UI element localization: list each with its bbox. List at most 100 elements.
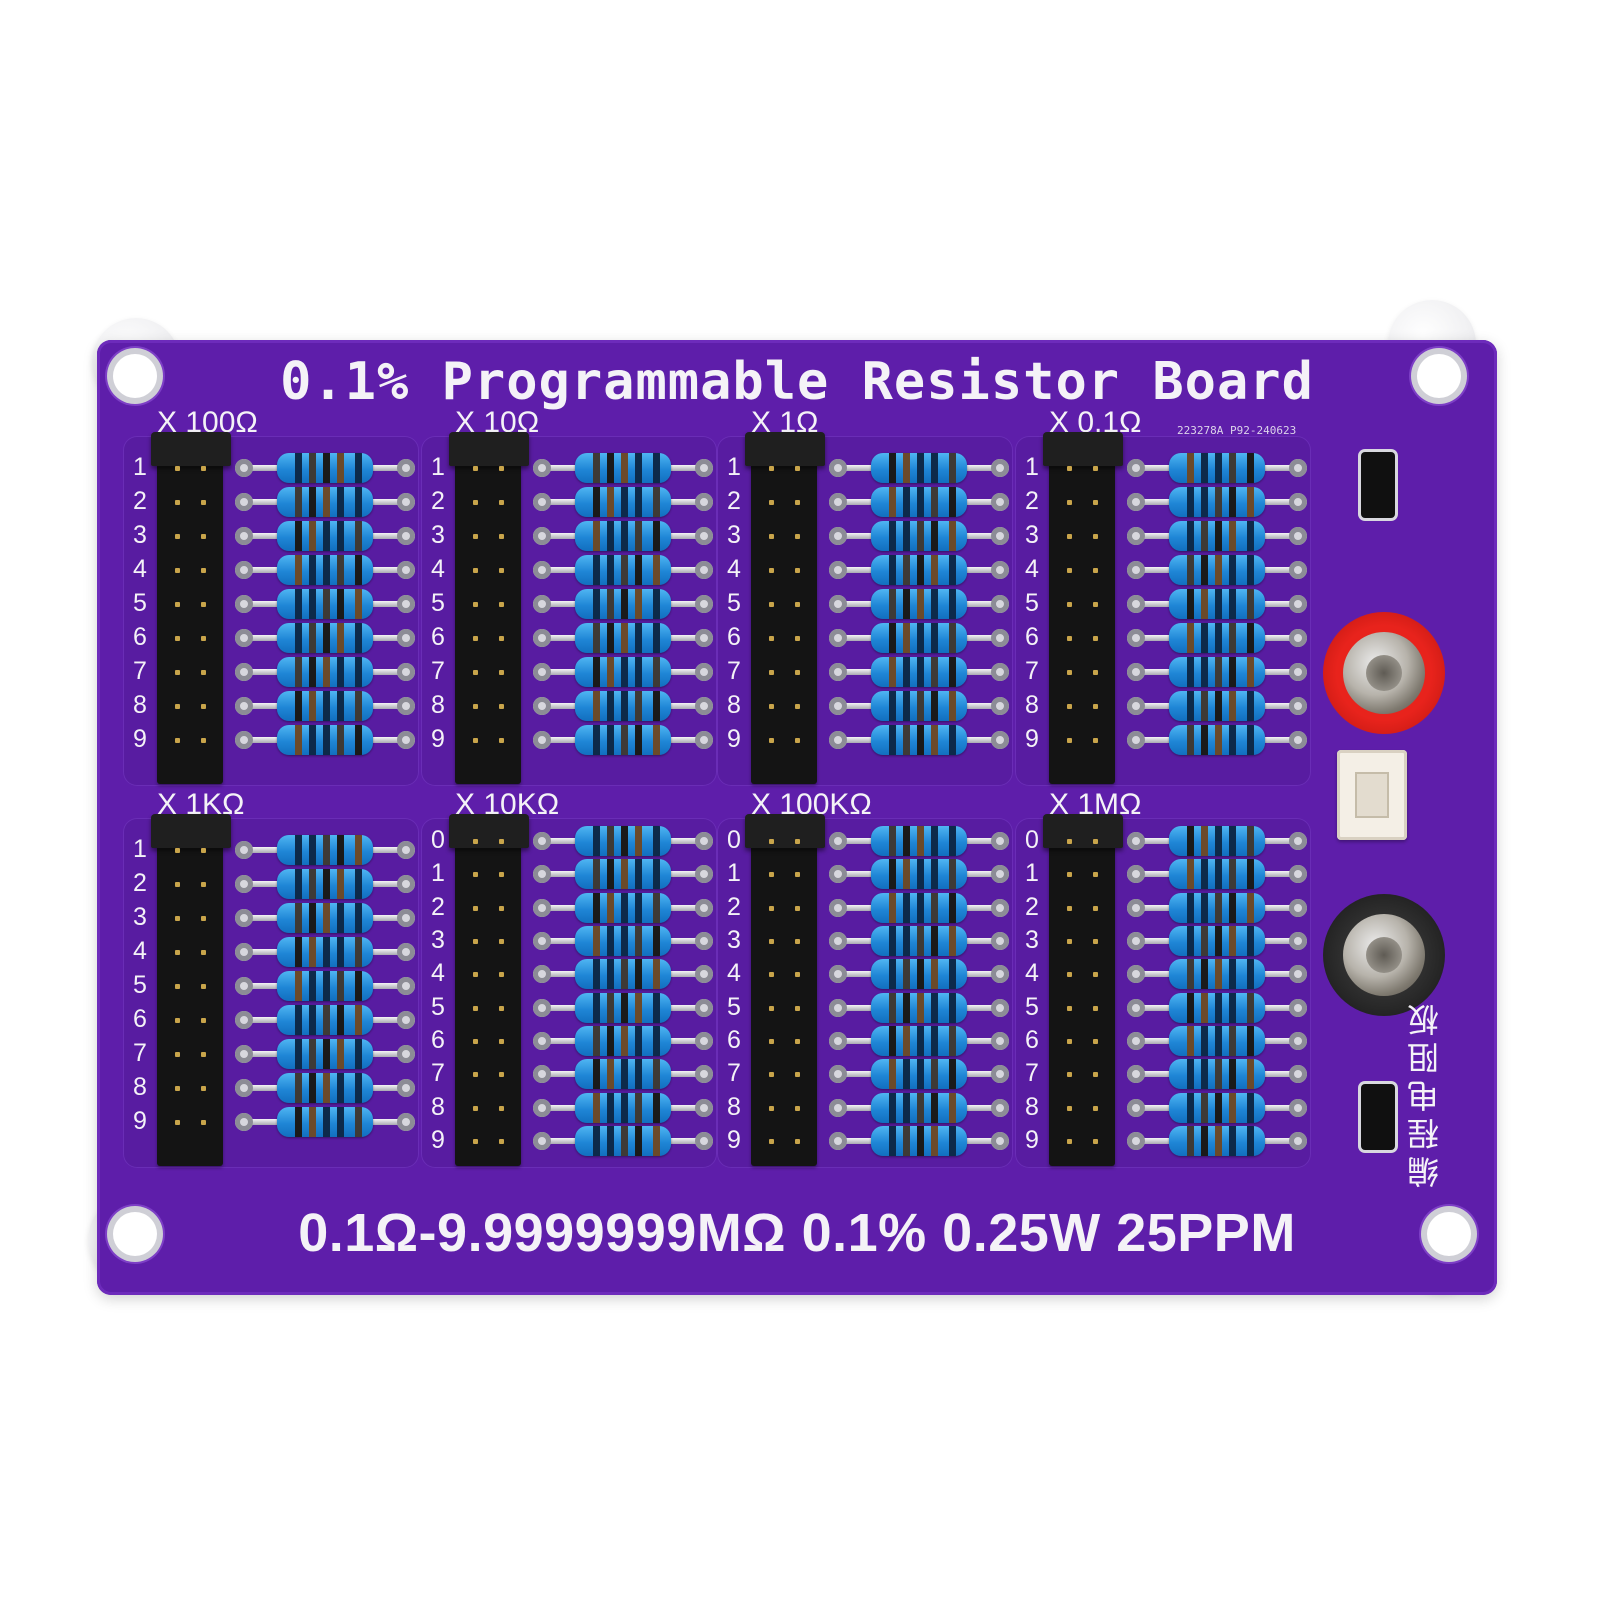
resistor <box>277 520 373 551</box>
wire-connector[interactable] <box>1337 750 1407 840</box>
resistor-color-band <box>949 826 956 856</box>
resistor-color-band <box>931 520 938 551</box>
resistor-color-band <box>1215 859 1222 890</box>
resistor <box>277 1004 373 1035</box>
resistor-color-band <box>355 724 362 755</box>
resistor-color-band <box>917 724 924 755</box>
solder-pad <box>533 492 551 511</box>
resistor <box>575 588 671 619</box>
pin-header[interactable] <box>1049 444 1115 784</box>
resistor-color-band <box>337 868 344 899</box>
resistor-color-band <box>607 859 614 890</box>
pin-header[interactable] <box>751 444 817 784</box>
resistor-color-band <box>635 992 642 1023</box>
jumper-cap[interactable] <box>1043 814 1123 848</box>
switch-bottom[interactable] <box>1361 1084 1395 1150</box>
jumper-cap[interactable] <box>449 814 529 848</box>
row-number: 6 <box>133 1004 147 1033</box>
resistor-color-band <box>1247 622 1254 653</box>
jumper-cap[interactable] <box>151 814 231 848</box>
resistor-color-band <box>1215 926 1222 956</box>
resistor-color-band <box>1187 959 1194 990</box>
resistor-color-band <box>593 859 600 890</box>
header-pin <box>499 601 504 607</box>
header-pin <box>795 533 800 539</box>
solder-pad <box>695 965 713 984</box>
row-number: 3 <box>431 926 445 954</box>
resistor <box>575 1059 671 1090</box>
pin-header[interactable] <box>1049 826 1115 1166</box>
header-pin <box>201 949 206 955</box>
header-pin <box>201 983 206 989</box>
header-pin <box>1093 905 1098 911</box>
resistor-color-band <box>337 690 344 721</box>
header-pin <box>1093 839 1098 844</box>
resistor <box>1169 486 1265 517</box>
resistor-color-band <box>1201 926 1208 956</box>
header-pin <box>499 533 504 539</box>
resistor-color-band <box>323 902 330 933</box>
resistor <box>871 826 967 856</box>
resistor-color-band <box>607 724 614 755</box>
resistor <box>575 959 671 990</box>
jumper-cap[interactable] <box>449 432 529 466</box>
solder-pad <box>235 560 253 579</box>
header-pin <box>201 567 206 573</box>
resistor-color-band <box>355 1004 362 1035</box>
jumper-cap[interactable] <box>745 432 825 466</box>
black-binding-post[interactable] <box>1309 880 1459 1030</box>
jumper-cap[interactable] <box>745 814 825 848</box>
header-pin <box>473 1139 478 1144</box>
header-pin <box>201 1017 206 1023</box>
resistor-color-band <box>621 859 628 890</box>
resistor <box>277 486 373 517</box>
solder-pad <box>397 1078 415 1097</box>
resistor-color-band <box>635 520 642 551</box>
red-binding-post[interactable] <box>1309 598 1459 748</box>
pin-header[interactable] <box>455 444 521 784</box>
solder-pad <box>695 492 713 511</box>
row-number: 2 <box>431 892 445 921</box>
switch-top[interactable] <box>1361 452 1395 518</box>
pin-header[interactable] <box>157 826 223 1166</box>
solder-pad <box>1127 696 1145 715</box>
resistor-color-band <box>1201 724 1208 755</box>
jumper-cap[interactable] <box>1043 432 1123 466</box>
resistor-color-band <box>1187 1126 1194 1156</box>
resistor-color-band <box>607 959 614 990</box>
resistor-color-band <box>1187 486 1194 517</box>
header-pin <box>473 1105 478 1111</box>
solder-pad <box>829 526 847 545</box>
resistor <box>277 936 373 967</box>
row-number: 1 <box>431 452 445 481</box>
resistor-color-band <box>1215 690 1222 721</box>
pin-header[interactable] <box>455 826 521 1166</box>
solder-pad <box>695 560 713 579</box>
resistor-color-band <box>621 959 628 990</box>
resistor-color-band <box>593 826 600 856</box>
resistor <box>871 520 967 551</box>
resistor-color-band <box>949 554 956 585</box>
header-pin <box>473 839 478 844</box>
header-pin <box>499 635 504 641</box>
resistor-color-band <box>1215 826 1222 856</box>
row-number: 1 <box>727 452 741 481</box>
resistor-color-band <box>355 554 362 585</box>
row-number: 3 <box>727 926 741 954</box>
resistor-color-band <box>889 486 896 517</box>
resistor-color-band <box>295 724 302 755</box>
row-number: 4 <box>727 959 741 988</box>
jumper-cap[interactable] <box>151 432 231 466</box>
pin-header[interactable] <box>751 826 817 1166</box>
header-pin <box>473 939 478 944</box>
resistor-color-band <box>1247 859 1254 890</box>
solder-pad <box>991 965 1009 984</box>
pin-header[interactable] <box>157 444 223 784</box>
resistor-color-band <box>309 936 316 967</box>
resistor-color-band <box>621 622 628 653</box>
solder-pad <box>1127 730 1145 749</box>
resistor-color-band <box>1187 622 1194 653</box>
row-number: 4 <box>727 554 741 583</box>
resistor-color-band <box>337 1038 344 1069</box>
resistor <box>871 926 967 956</box>
